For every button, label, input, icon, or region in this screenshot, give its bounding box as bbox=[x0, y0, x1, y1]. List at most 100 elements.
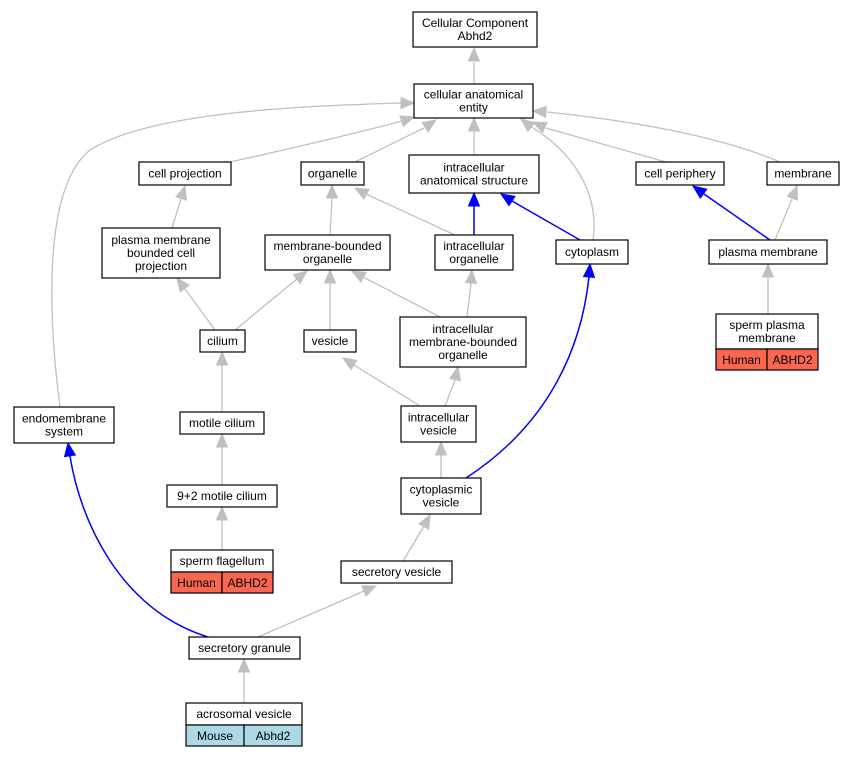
node-box bbox=[13, 406, 115, 444]
node-label: cell projection bbox=[148, 167, 221, 181]
node-label: membrane-bounded bbox=[273, 239, 381, 253]
gene-label: ABHD2 bbox=[772, 353, 812, 367]
arrowhead bbox=[292, 270, 309, 285]
edge-cyto-ias bbox=[499, 193, 581, 241]
node-label: organelle bbox=[308, 167, 358, 181]
node-label: cytoplasmic bbox=[410, 483, 473, 497]
arrowhead bbox=[341, 357, 358, 371]
node-box bbox=[179, 411, 265, 435]
node-label: vesicle bbox=[423, 496, 460, 510]
node-box bbox=[188, 636, 301, 660]
node-label: vesicle bbox=[312, 334, 349, 348]
arrowhead bbox=[467, 46, 481, 62]
node-cilium[interactable]: cilium bbox=[199, 329, 246, 353]
arrowhead bbox=[786, 184, 798, 201]
arrowhead bbox=[215, 505, 229, 521]
arrowhead bbox=[467, 116, 481, 132]
edge-cproj-cae bbox=[229, 115, 416, 163]
edge-line bbox=[234, 278, 298, 331]
edge-line bbox=[354, 127, 425, 163]
edge-line bbox=[329, 197, 333, 236]
node-label: membrane bbox=[738, 331, 796, 345]
node-box bbox=[766, 161, 840, 186]
node-motile-cilium[interactable]: motile cilium bbox=[179, 411, 265, 435]
arrowhead bbox=[215, 350, 229, 366]
node-box bbox=[400, 405, 477, 443]
node-cytoplasm[interactable]: cytoplasm bbox=[555, 239, 629, 265]
edge-line bbox=[545, 127, 667, 163]
node-label: system bbox=[45, 425, 83, 439]
edge-cperi-cae bbox=[531, 121, 667, 163]
node-box bbox=[264, 234, 391, 271]
node-label: endomembrane bbox=[22, 412, 106, 426]
edge-line bbox=[362, 276, 441, 318]
node-organelle[interactable]: organelle bbox=[300, 161, 365, 186]
node-box bbox=[434, 234, 514, 271]
node-vesicle[interactable]: vesicle bbox=[303, 329, 357, 353]
node-secretory-granule[interactable]: secretory granule bbox=[188, 636, 301, 660]
arrowhead bbox=[434, 440, 448, 456]
arrowhead bbox=[237, 657, 251, 673]
arrowhead bbox=[531, 105, 547, 119]
node-box bbox=[340, 560, 453, 584]
node-label: projection bbox=[135, 259, 187, 273]
arrowhead bbox=[582, 262, 596, 278]
arrowhead bbox=[499, 193, 516, 207]
gene-label: ABHD2 bbox=[227, 576, 267, 590]
species-label: Mouse bbox=[197, 729, 233, 743]
edge-mem-cae bbox=[531, 105, 781, 163]
node-box bbox=[708, 239, 828, 265]
node-label: intracellular bbox=[408, 411, 469, 425]
edge-pm-mem bbox=[774, 184, 798, 241]
node-membrane[interactable]: membrane bbox=[766, 161, 840, 186]
edge-line bbox=[529, 125, 595, 241]
edge-mc-cilium bbox=[215, 350, 229, 412]
node-box bbox=[101, 227, 221, 279]
arrowhead bbox=[353, 187, 370, 200]
edge-sf-nine bbox=[215, 505, 229, 550]
edge-line bbox=[184, 288, 216, 331]
node-label: Cellular Component bbox=[422, 16, 529, 30]
arrowhead bbox=[519, 118, 536, 133]
node-nine-plus-two-motile-cilium[interactable]: 9+2 motile cilium bbox=[166, 484, 278, 508]
node-box bbox=[413, 83, 534, 119]
gene-cell bbox=[243, 724, 303, 747]
node-label: intracellular bbox=[443, 161, 504, 175]
edge-line bbox=[465, 276, 590, 479]
node-secretory-vesicle[interactable]: secretory vesicle bbox=[340, 560, 453, 584]
edge-imbo-io bbox=[464, 268, 478, 318]
edge-sg-endo bbox=[63, 441, 209, 638]
gene-cell bbox=[221, 571, 274, 594]
node-plasma-membrane[interactable]: plasma membrane bbox=[708, 239, 828, 265]
arrowhead bbox=[399, 115, 416, 128]
node-cell-periphery[interactable]: cell periphery bbox=[635, 161, 725, 186]
node-box bbox=[199, 329, 246, 353]
node-label: organelle bbox=[438, 348, 488, 362]
edge-iv-imbo bbox=[444, 365, 462, 407]
edge-line bbox=[546, 111, 781, 163]
arrowhead bbox=[176, 276, 190, 293]
arrowhead bbox=[175, 184, 188, 201]
node-box bbox=[635, 161, 725, 186]
edge-sv-cv bbox=[402, 513, 431, 562]
arrowhead bbox=[400, 96, 416, 110]
node-cell-projection[interactable]: cell projection bbox=[138, 161, 232, 186]
arrowhead bbox=[325, 183, 339, 199]
species-label: Human bbox=[177, 576, 216, 590]
node-box bbox=[166, 484, 278, 508]
node-box bbox=[715, 313, 819, 350]
